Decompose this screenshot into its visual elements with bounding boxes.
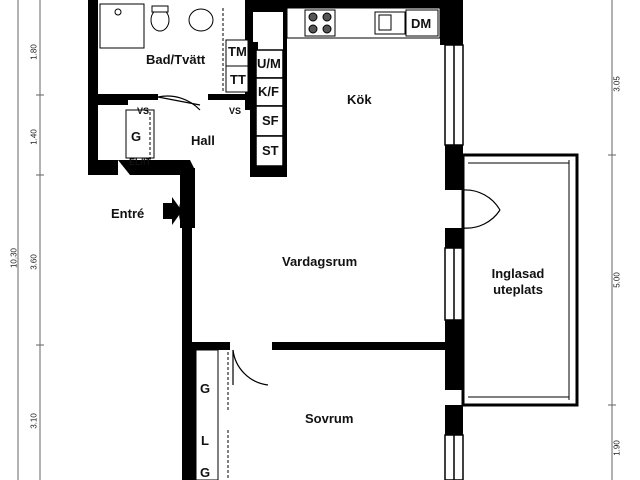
patio-outline: [461, 153, 579, 407]
hall-closet: [125, 109, 155, 159]
hall-label: Hall: [191, 133, 215, 148]
dimension-left-1: 1.80: [29, 44, 39, 60]
bathroom-fixtures: [99, 3, 249, 93]
fridge-freezer-label: K/F: [258, 84, 279, 99]
dimension-right-3: 1.90: [612, 440, 622, 456]
glazed-patio-label: Inglasad uteplats: [491, 266, 545, 297]
dimension-left-4: 3.10: [29, 413, 39, 429]
kitchen-counter: [286, 7, 441, 39]
living-room-label: Vardagsrum: [282, 254, 358, 269]
washing-machine-label: TM: [228, 44, 247, 59]
doors: [157, 95, 501, 386]
dimension-lines: [17, 0, 616, 480]
dimension-left-2: 1.40: [29, 129, 39, 145]
dimension-left-3: 3.60: [29, 254, 39, 270]
broom-closet-label: ST: [262, 143, 279, 158]
bedroom-label: Sovrum: [305, 411, 354, 426]
entrance-label: Entré: [111, 206, 145, 221]
water-heater-label-2: VS: [229, 106, 242, 116]
tumble-dryer-label: TT: [230, 72, 246, 87]
oven-microwave-label: U/M: [257, 56, 281, 71]
bedroom-wardrobes: [195, 349, 229, 480]
dishwasher-label: DM: [411, 16, 432, 31]
wardrobe-bedroom-label-1: G: [200, 381, 211, 396]
linen-bedroom-label: L: [201, 433, 209, 448]
entrance-arrow: [163, 197, 182, 225]
wardrobe-hall-label: G: [131, 129, 142, 144]
wardrobe-bedroom-label-2: G: [200, 465, 211, 480]
dimension-right-1: 3.05: [612, 76, 622, 92]
kitchen-label: Kök: [347, 92, 372, 107]
windows: [444, 44, 464, 480]
appliance-column: [255, 49, 284, 167]
dimension-right-2: 5.00: [612, 272, 622, 288]
bathroom-label: Bad/Tvätt: [146, 52, 206, 67]
walls: [88, 0, 463, 480]
electrical-it-label: EL/IT: [129, 157, 151, 167]
dimension-left-total: 10.30: [9, 247, 19, 269]
freezer-cabinet-label: SF: [262, 113, 279, 128]
water-heater-label-1: VS: [137, 106, 150, 116]
